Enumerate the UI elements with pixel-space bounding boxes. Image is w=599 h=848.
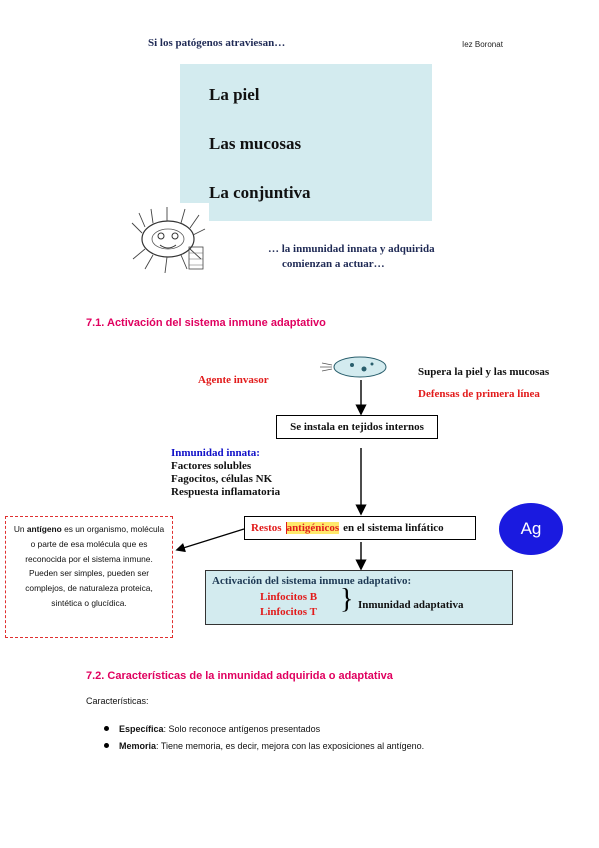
list-item: Específica: Solo reconoce antígenos pres… <box>104 724 320 734</box>
barrier-conjuntiva: La conjuntiva <box>209 183 311 202</box>
bullet-term: Memoria <box>119 741 157 751</box>
restos-word: Restos <box>251 522 282 534</box>
inmunidad-adaptativa: Inmunidad adaptativa <box>358 599 464 611</box>
header-left: Si los patógenos atraviesan… <box>148 37 286 49</box>
caracteristicas-label: Características: <box>86 696 149 706</box>
activacion-box: Activación del sistema inmune adaptativo… <box>205 570 513 625</box>
section1-title: 7.1. Activación del sistema inmune adapt… <box>86 317 326 329</box>
barrier-piel: La piel <box>209 85 260 104</box>
bullet-text: : Solo reconoce antígenos presentados <box>163 724 321 734</box>
antigeno-pre: Un <box>13 524 27 534</box>
header-right: Iez Boronat <box>462 40 503 49</box>
barrier-mucosas: Las mucosas <box>209 134 302 153</box>
tejidos-box: Se instala en tejidos internos <box>276 415 438 439</box>
section2-title: 7.2. Características de la inmunidad adq… <box>86 670 393 682</box>
restos-box: Restos antigénicos en el sistema linfáti… <box>244 516 476 540</box>
bullet-icon <box>104 726 109 732</box>
activacion-title: Activación del sistema inmune adaptativo… <box>212 575 412 587</box>
innata-line-1: … la inmunidad innata y adquirida <box>268 243 435 255</box>
linfocitos-b: Linfocitos B <box>260 591 318 603</box>
tejidos-text: Se instala en tejidos internos <box>290 421 424 433</box>
innata-item: Fagocitos, células NK <box>171 473 273 485</box>
antigenicos-highlight: antigénicos <box>285 522 340 534</box>
innata-line-2: comienzan a actuar… <box>282 258 385 270</box>
linfocitos-t: Linfocitos T <box>260 606 317 618</box>
antigen-ag-circle: Ag <box>499 503 563 555</box>
antigeno-post: es un organismo, molécula o parte de esa… <box>25 524 165 608</box>
innata-title: Inmunidad innata: <box>171 447 260 459</box>
list-item: Memoria: Tiene memoria, es decir, mejora… <box>104 741 424 751</box>
ag-label: Ag <box>520 519 542 538</box>
innata-block: Inmunidad innata: Factores solubles Fago… <box>171 447 280 498</box>
bullet-term: Específica <box>119 724 164 734</box>
bullet-icon <box>104 743 109 749</box>
agente-invasor: Agente invasor <box>198 374 269 386</box>
defensas-text: Defensas de primera línea <box>418 388 540 400</box>
restos-rest: en el sistema linfático <box>343 522 444 534</box>
antigeno-note: Un antígeno es un organismo, molécula o … <box>5 516 173 638</box>
innata-item: Respuesta inflamatoria <box>171 486 281 498</box>
barriers-box: La piel Las mucosas La conjuntiva <box>180 64 432 221</box>
supera-text: Supera la piel y las mucosas <box>418 366 550 378</box>
pathogen-icon <box>320 356 387 378</box>
brace-icon: } <box>340 584 354 615</box>
innata-item: Factores solubles <box>171 460 252 472</box>
microbe-illustration <box>127 203 209 279</box>
bullet-text: : Tiene memoria, es decir, mejora con la… <box>156 741 425 751</box>
antigeno-term: antígeno <box>26 524 62 534</box>
